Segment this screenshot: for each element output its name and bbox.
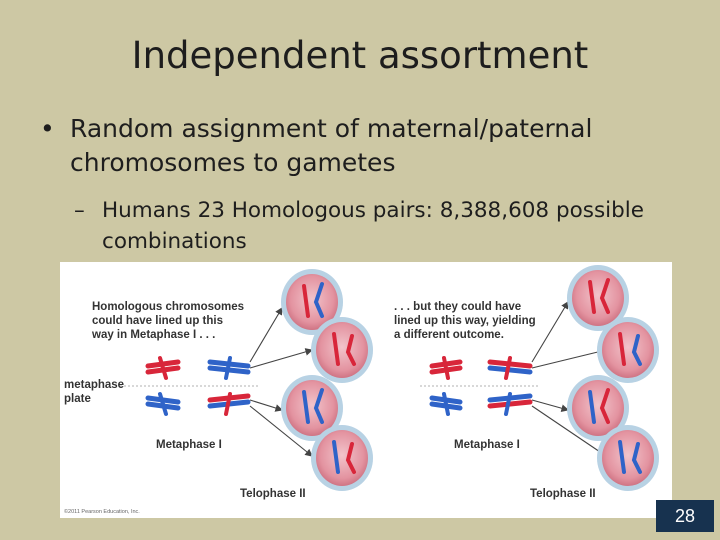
metaphase-label-left: Metaphase I (156, 439, 222, 451)
figure-svg: Homologous chromosomes could have lined … (64, 265, 659, 515)
left-caption-line-1: Homologous chromosomes (92, 301, 244, 313)
bullet-dot: • (40, 114, 55, 143)
copyright-text: ©2011 Pearson Education, Inc. (64, 508, 140, 515)
right-chromosomes-bottom (429, 392, 533, 416)
telophase-label-left: Telophase II (240, 488, 306, 500)
page-number: 28 (656, 500, 714, 532)
left-cell-4 (311, 425, 373, 491)
metaphase-label-right: Metaphase I (454, 439, 520, 451)
metaphase-plate-label-line-2: plate (64, 393, 91, 405)
left-chromosomes-bottom (145, 392, 251, 416)
sub-bullet-text: Humans 23 Homologous pairs: 8,388,608 po… (102, 198, 644, 254)
right-cell-2 (597, 317, 659, 383)
left-caption-line-2: could have lined up this (92, 315, 223, 327)
independent-assortment-figure: Homologous chromosomes could have lined … (60, 262, 672, 518)
right-caption-line-1: . . . but they could have (394, 301, 521, 313)
telophase-label-right: Telophase II (530, 488, 596, 500)
right-cell-4 (597, 425, 659, 491)
bullet-text: Random assignment of maternal/paternal c… (70, 114, 593, 177)
left-caption-line-3: way in Metaphase I . . . (91, 329, 215, 341)
right-chromosomes-top (429, 356, 533, 380)
left-cell-2 (311, 317, 373, 383)
metaphase-plate-label-line-1: metaphase (64, 379, 124, 391)
left-chromosomes-top (145, 356, 251, 380)
left-cell-1 (281, 269, 343, 335)
left-arrows (249, 307, 314, 457)
sub-bullet-dash: – (74, 198, 85, 223)
right-caption-line-3: a different outcome. (394, 329, 504, 341)
left-cell-3 (281, 375, 343, 441)
right-cell-3 (567, 375, 629, 441)
slide-title: Independent assortment (131, 34, 589, 77)
right-cell-1 (567, 265, 629, 331)
right-arrows (531, 301, 608, 457)
right-caption-line-2: lined up this way, yielding (394, 315, 536, 327)
